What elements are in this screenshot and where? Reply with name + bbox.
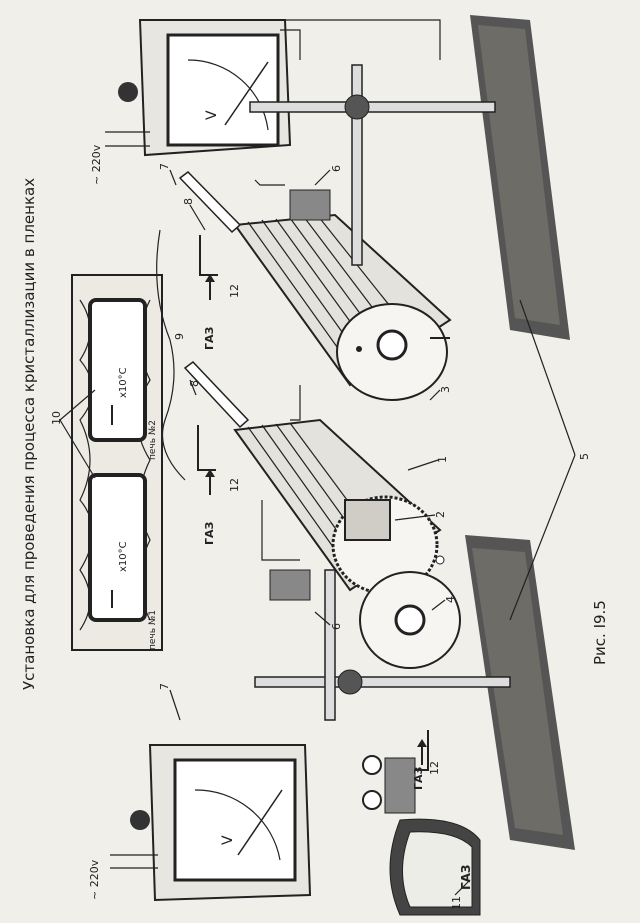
voltmeter-bottom: V — [130, 744, 312, 902]
gauge-panel: х10°С х10°С печь №2 печь №1 — [71, 274, 163, 651]
gas-pipe-top — [199, 235, 218, 276]
label-8a: 8 — [182, 198, 195, 205]
figure-caption: Рис. I9.5 — [591, 600, 609, 665]
label-1: 1 — [436, 456, 449, 463]
label-7a: 7 — [158, 163, 171, 170]
label-10: 10 — [50, 411, 63, 425]
leader-10b — [59, 419, 96, 479]
label-6a: 6 — [330, 165, 343, 172]
connecting-wires — [254, 19, 441, 561]
furnace-1 — [233, 213, 452, 401]
label-8b: 8 — [188, 380, 201, 387]
leader-10a — [59, 389, 96, 421]
label-3: 3 — [439, 386, 452, 393]
clamp-bottom — [269, 569, 311, 601]
number-labels: 1 2 3 4 5 6 6 7 7 8 8 9 10 11 12 12 12 — [50, 163, 591, 910]
stand-bottom — [254, 569, 511, 721]
gauge-scale-left: х10°С — [118, 541, 129, 572]
label-11: 11 — [450, 896, 463, 910]
gas-pipe-bottom — [410, 730, 429, 771]
label-5: 5 — [578, 453, 591, 460]
voltmeter-top-letter: V — [204, 110, 220, 120]
label-12a: 12 — [228, 284, 241, 298]
heating-plate-top — [470, 15, 570, 340]
label-12b: 12 — [228, 478, 241, 492]
thermometer-top — [178, 171, 242, 234]
label-4: 4 — [444, 596, 457, 603]
voltmeter-top: V — [118, 19, 292, 157]
gas-cylinder: ГАЗ — [362, 755, 481, 916]
furnace-2 — [233, 418, 445, 595]
gas-label-top: ГАЗ — [203, 326, 216, 350]
label-2: 2 — [434, 511, 447, 518]
label-6b: 6 — [330, 623, 343, 630]
gas-label-middle: ГАЗ — [203, 521, 216, 545]
furnace-tag-2: печь №2 — [148, 420, 158, 460]
mains-label-top: ~ 220v — [90, 144, 103, 185]
leader-lines — [169, 169, 576, 896]
label-9: 9 — [173, 333, 186, 340]
gauge-scale-right: х10°С — [118, 367, 129, 398]
gas-cylinder-label: ГАЗ — [459, 865, 473, 890]
drive-wheel — [359, 571, 461, 669]
furnace-tag-1: печь №1 — [148, 610, 158, 650]
clamp-top — [289, 189, 331, 221]
gas-label-bottom: ГАЗ — [412, 766, 425, 790]
figure-title: Установка для проведения процесса криста… — [20, 178, 38, 690]
thermometer-bottom — [183, 360, 250, 429]
label-12c: 12 — [428, 761, 441, 775]
label-7b: 7 — [158, 683, 171, 690]
gas-pipe-middle — [197, 425, 216, 471]
thermocouple-wire — [156, 229, 186, 481]
stand-top — [249, 64, 496, 266]
heating-plate-bottom — [465, 535, 575, 850]
voltmeter-bottom-letter: V — [220, 835, 236, 845]
mains-label-bottom: ~ 220v — [88, 859, 101, 900]
